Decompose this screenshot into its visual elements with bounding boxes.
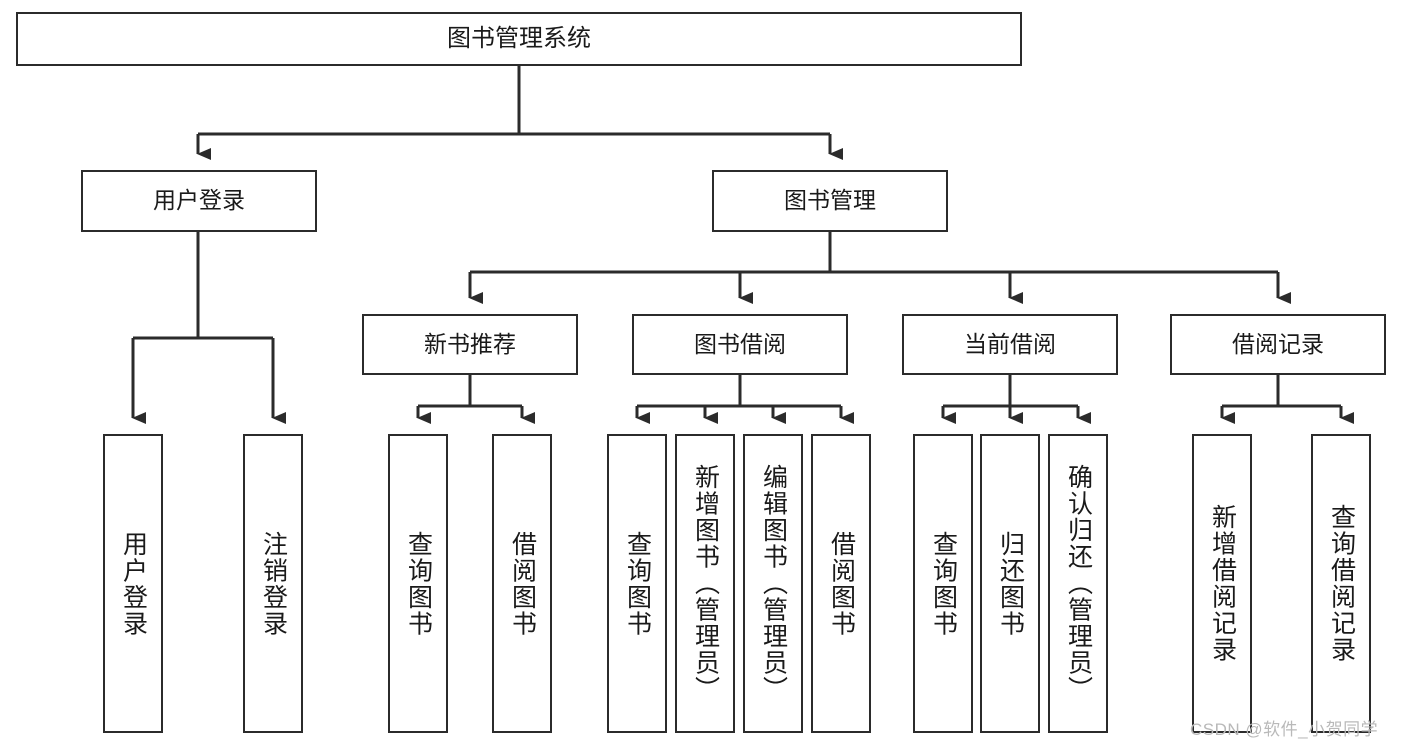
node-leaf-confirm-return[interactable]: 确认归还（管理员） [1048,434,1108,733]
node-leaf-query-book-2-label: 查询图书 [623,530,652,637]
node-leaf-edit-book[interactable]: 编辑图书（管理员） [743,434,803,733]
node-leaf-user-login-label: 用户登录 [119,530,148,637]
node-user-login-label: 用户登录 [153,187,245,214]
node-leaf-query-book-3[interactable]: 查询图书 [913,434,973,733]
node-root-label: 图书管理系统 [447,24,591,52]
node-book-manage-label: 图书管理 [784,187,876,214]
node-leaf-logout-login-label: 注销登录 [259,530,288,637]
node-borrow-record[interactable]: 借阅记录 [1170,314,1386,375]
node-leaf-query-record[interactable]: 查询借阅记录 [1311,434,1371,733]
node-leaf-borrow-book-2[interactable]: 借阅图书 [811,434,871,733]
node-leaf-query-book-3-label: 查询图书 [929,530,958,637]
node-current-borrow-label: 当前借阅 [964,330,1056,357]
node-leaf-query-book-1[interactable]: 查询图书 [388,434,448,733]
node-leaf-edit-book-label: 编辑图书（管理员） [759,464,788,703]
node-new-book-recommend[interactable]: 新书推荐 [362,314,578,375]
node-user-login[interactable]: 用户登录 [81,170,317,232]
node-book-borrow-label: 图书借阅 [694,330,786,357]
watermark-text: CSDN @软件_小贺同学 [1190,720,1379,739]
node-leaf-borrow-book-1-label: 借阅图书 [508,530,537,637]
node-leaf-borrow-book-1[interactable]: 借阅图书 [492,434,552,733]
node-leaf-return-book-label: 归还图书 [996,530,1025,637]
node-leaf-return-book[interactable]: 归还图书 [980,434,1040,733]
node-leaf-query-book-2[interactable]: 查询图书 [607,434,667,733]
node-leaf-user-login[interactable]: 用户登录 [103,434,163,733]
node-leaf-add-record-label: 新增借阅记录 [1208,504,1237,663]
node-leaf-logout-login[interactable]: 注销登录 [243,434,303,733]
node-book-borrow[interactable]: 图书借阅 [632,314,848,375]
node-book-manage[interactable]: 图书管理 [712,170,948,232]
node-new-book-recommend-label: 新书推荐 [424,330,516,357]
node-leaf-add-record[interactable]: 新增借阅记录 [1192,434,1252,733]
node-leaf-borrow-book-2-label: 借阅图书 [827,530,856,637]
node-leaf-query-record-label: 查询借阅记录 [1327,504,1356,663]
node-leaf-query-book-1-label: 查询图书 [404,530,433,637]
node-borrow-record-label: 借阅记录 [1232,330,1324,357]
node-root[interactable]: 图书管理系统 [16,12,1022,66]
node-leaf-confirm-return-label: 确认归还（管理员） [1064,464,1093,703]
node-current-borrow[interactable]: 当前借阅 [902,314,1118,375]
node-leaf-add-book[interactable]: 新增图书（管理员） [675,434,735,733]
node-leaf-add-book-label: 新增图书（管理员） [691,464,720,703]
